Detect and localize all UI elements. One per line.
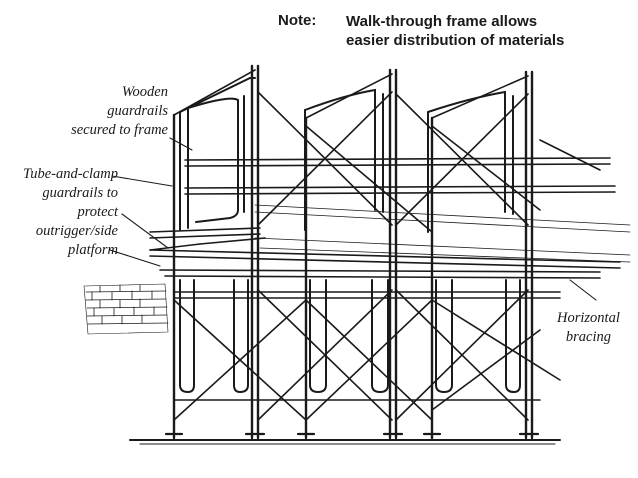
note-label: Note:: [278, 12, 317, 29]
horizontal-bracing-callout: Horizontal bracing: [557, 309, 620, 347]
callout-line: platform: [68, 242, 118, 258]
note-line: Walk-through frame allows: [346, 13, 538, 30]
platform: [149, 237, 621, 279]
callout-line: bracing: [565, 329, 611, 345]
lower-frames: [179, 279, 521, 394]
top-rails: [173, 69, 616, 195]
note-line: easier distribution of materials: [346, 32, 565, 49]
building-face: [254, 204, 631, 263]
callout-line: Wooden: [121, 84, 168, 100]
leader-lines: [109, 137, 597, 301]
horizontal-bracing: [173, 291, 561, 401]
wooden-guardrails-callout: Wooden guardrails secured to frame: [71, 83, 168, 140]
upper-frames: [179, 77, 514, 233]
callout-line: Tube-and-clamp: [22, 166, 118, 182]
callout-line: protect: [77, 204, 118, 220]
ground-line: [129, 439, 561, 445]
callout-line: guardrails: [107, 103, 168, 119]
lower-cross-bracing: [173, 289, 561, 421]
upper-cross-bracing: [257, 91, 601, 233]
callout-line: guardrails to: [42, 185, 118, 201]
tube-and-clamp-callout: Tube-and-clamp guardrails to protect out…: [23, 165, 118, 260]
callout-line: secured to frame: [71, 122, 168, 138]
callout-line: outrigger/side: [35, 223, 118, 239]
brick-wall: [83, 283, 169, 335]
note-text: Walk-through frame allows easier distrib…: [346, 12, 564, 50]
outrigger-guardrails: [149, 227, 261, 239]
uprights: [172, 64, 534, 440]
callout-line: Horizontal: [557, 310, 620, 326]
